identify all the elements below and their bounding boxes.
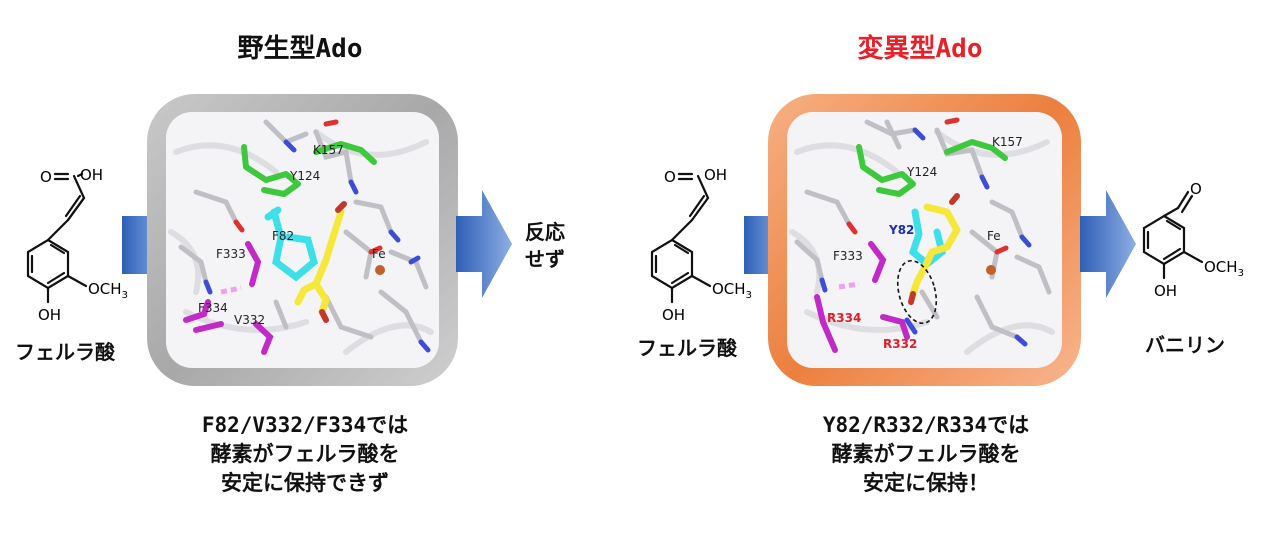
mutant-caption-line-2: 酵素がフェルラ酸を (831, 442, 1021, 466)
mutant-active-site: K157 Y124 Y82 F333 R334 R332 Fe (787, 112, 1062, 368)
mutant-label-y82: Y82 (888, 223, 914, 237)
wild-caption-line-3: 安定に保持できず (221, 471, 389, 495)
mutant-caption-line-1: Y82/R332/R334では (822, 413, 1030, 437)
mutant-substrate-name: フェルラ酸 (637, 336, 737, 360)
mutant-label-f333: F333 (833, 249, 863, 263)
wild-caption-line-2: 酵素がフェルラ酸を (210, 442, 400, 466)
wild-type-caption: F82/V332/F334では 酵素がフェルラ酸を 安定に保持できず (150, 411, 460, 498)
ferulic-oh-bottom-label-left: OH (38, 306, 61, 324)
ferulic-och3-label-left: OCH3 (88, 280, 128, 301)
wild-fe-atom (375, 265, 385, 275)
wild-label-f333: F333 (216, 247, 246, 261)
wild-label-v332: V332 (234, 313, 265, 327)
mutant-structure-render: K157 Y124 Y82 F333 R334 R332 Fe (789, 117, 1055, 355)
ferulic-o-label-left: O (40, 168, 52, 186)
mutant-label-k157: K157 (992, 135, 1023, 149)
mutant-label-y124: Y124 (906, 165, 937, 179)
mutant-title: 変異型Ado (857, 34, 983, 64)
ferulic-acid-structure-left: O OH OH OCH3 (26, 166, 128, 324)
mutant-label-r332: R332 (883, 337, 917, 351)
ferulic-acid-structure-right: O OH OH OCH3 (650, 166, 752, 324)
mutant-fe-atom (986, 265, 996, 275)
mutant-label-fe: Fe (987, 229, 1001, 243)
ferulic-o-label-right: O (664, 168, 676, 186)
wild-caption-line-1: F82/V332/F334では (201, 413, 409, 437)
wild-label-fe: Fe (372, 247, 386, 261)
mutant-input-arrow (744, 216, 772, 274)
ferulic-oh-top-label-right: OH (704, 166, 727, 184)
wild-result-line-1: 反応 (525, 220, 565, 244)
wild-output-arrow (456, 190, 512, 298)
mutant-caption: Y82/R332/R334では 酵素がフェルラ酸を 安定に保持！ (770, 411, 1082, 498)
mutant-caption-line-3: 安定に保持！ (863, 471, 989, 495)
mutant-label-r334: R334 (827, 311, 861, 325)
vanillin-structure: O OH OCH3 (1142, 180, 1244, 300)
ferulic-oh-top-label-left: OH (80, 166, 103, 184)
vanillin-oh-label: OH (1154, 282, 1177, 300)
ferulic-och3-label-right: OCH3 (712, 280, 752, 301)
mutant-output-arrow (1080, 190, 1136, 298)
wild-label-f82: F82 (272, 229, 294, 243)
wild-result-line-2: せず (525, 247, 565, 271)
wild-label-f334: F334 (198, 301, 228, 315)
wild-type-title: 野生型Ado (237, 34, 363, 64)
wild-label-k157: K157 (313, 143, 344, 157)
product-name: バニリン (1145, 333, 1225, 357)
wild-type-active-site: K157 Y124 F82 F333 F334 V332 Fe (166, 112, 439, 368)
wild-substrate-name: フェルラ酸 (15, 340, 115, 364)
vanillin-o-label: O (1190, 180, 1202, 198)
ferulic-oh-bottom-label-right: OH (662, 306, 685, 324)
wild-label-y124: Y124 (289, 169, 320, 183)
wild-type-structure-render: K157 Y124 F82 F333 F334 V332 Fe (168, 119, 434, 355)
vanillin-och3-label: OCH3 (1204, 258, 1244, 279)
wild-result-text: 反応 せず (512, 219, 578, 273)
